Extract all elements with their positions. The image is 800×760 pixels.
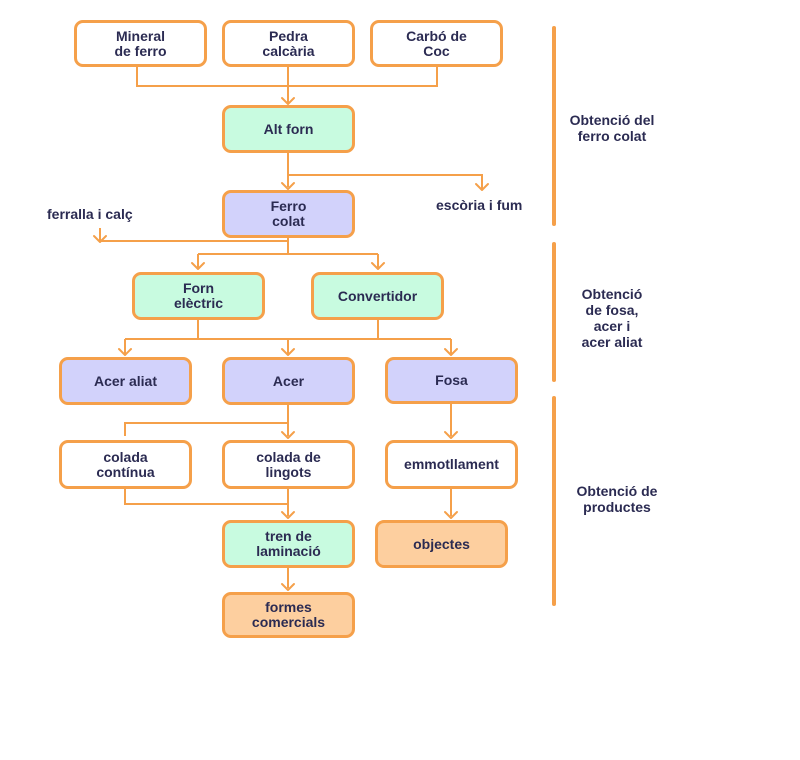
connector-colada-split bbox=[124, 422, 288, 436]
node-convertidor: Convertidor bbox=[311, 272, 444, 320]
node-formes-comercials: formes comercials bbox=[222, 592, 355, 638]
phase-bar-2 bbox=[552, 242, 556, 382]
node-acer-aliat: Acer aliat bbox=[59, 357, 192, 405]
arrowhead bbox=[444, 431, 458, 439]
arrowhead bbox=[281, 348, 295, 356]
node-colada-continua: colada contínua bbox=[59, 440, 192, 489]
arrowhead bbox=[118, 348, 132, 356]
node-objectes: objectes bbox=[375, 520, 508, 568]
connector-colada-merge bbox=[124, 489, 289, 505]
node-forn-electric: Forn elèctric bbox=[132, 272, 265, 320]
connector-furnace-merge bbox=[197, 320, 379, 340]
node-ferro-colat: Ferro colat bbox=[222, 190, 355, 238]
node-pedra-calcaria: Pedra calcària bbox=[222, 20, 355, 67]
arrowhead bbox=[281, 182, 295, 190]
arrowhead bbox=[444, 348, 458, 356]
node-acer: Acer bbox=[222, 357, 355, 405]
arrowhead bbox=[93, 235, 107, 243]
phase-label-ferro-colat: Obtenció del ferro colat bbox=[569, 112, 655, 144]
arrowhead bbox=[281, 583, 295, 591]
connector-to-escoria bbox=[288, 174, 483, 189]
phase-label-productes: Obtenció de productes bbox=[576, 483, 658, 515]
phase-bar-3 bbox=[552, 396, 556, 606]
arrowhead bbox=[281, 431, 295, 439]
label-escoria-i-fum: escòria i fum bbox=[436, 197, 523, 213]
arrowhead bbox=[475, 183, 489, 191]
arrowhead bbox=[281, 97, 295, 105]
arrowhead bbox=[281, 511, 295, 519]
node-carbo-de-coc: Carbó de Coc bbox=[370, 20, 503, 67]
phase-bar-1 bbox=[552, 26, 556, 226]
node-alt-forn: Alt forn bbox=[222, 105, 355, 153]
node-emmotllament: emmotllament bbox=[385, 440, 518, 489]
node-colada-de-lingots: colada de lingots bbox=[222, 440, 355, 489]
arrowhead bbox=[371, 262, 385, 270]
arrowhead bbox=[444, 511, 458, 519]
phase-label-fosa-acer: Obtenció de fosa, acer i acer aliat bbox=[581, 286, 643, 350]
arrowhead bbox=[191, 262, 205, 270]
node-fosa: Fosa bbox=[385, 357, 518, 404]
node-tren-de-laminacio: tren de laminació bbox=[222, 520, 355, 568]
node-mineral-de-ferro: Mineral de ferro bbox=[74, 20, 207, 67]
label-ferralla-i-calc: ferralla i calç bbox=[47, 206, 133, 222]
